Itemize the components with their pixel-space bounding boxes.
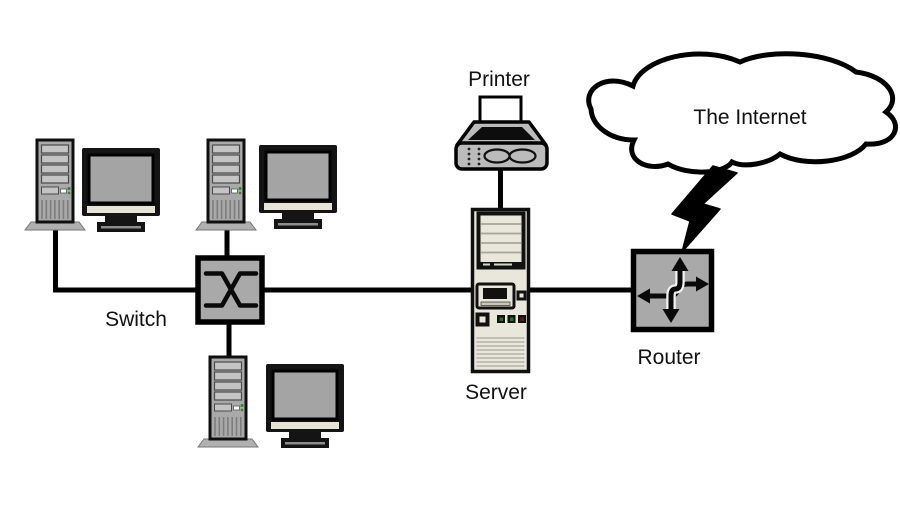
switch-node bbox=[195, 255, 265, 325]
server-panel-dash bbox=[494, 263, 512, 266]
server-leds bbox=[497, 315, 526, 323]
server-node bbox=[470, 207, 531, 374]
monitor-icon bbox=[264, 362, 346, 450]
network-links bbox=[53, 163, 634, 359]
server-drive-slot bbox=[483, 288, 507, 299]
switch-crossover-icon bbox=[203, 271, 259, 308]
computer-tower-icon bbox=[23, 138, 87, 232]
computer-tower-icon bbox=[196, 355, 260, 449]
workstation-2 bbox=[194, 138, 339, 232]
router-arrows-icon bbox=[637, 257, 709, 323]
server-button-face bbox=[519, 293, 524, 298]
workstation-3 bbox=[196, 355, 346, 450]
workstation-1 bbox=[23, 138, 162, 234]
internet-label: The Internet bbox=[693, 106, 806, 129]
switch-label: Switch bbox=[105, 308, 167, 331]
internet-node: The Internet bbox=[586, 51, 898, 175]
server-power-face bbox=[479, 316, 486, 323]
printer-indicator-dots bbox=[467, 147, 481, 166]
server-drive-bays bbox=[476, 211, 526, 270]
router-node bbox=[630, 248, 715, 333]
monitor-icon bbox=[80, 146, 162, 234]
printer-node bbox=[454, 95, 549, 171]
server-bay-lines bbox=[481, 223, 521, 254]
computer-tower-icon bbox=[194, 138, 258, 232]
server-panel-dash bbox=[483, 263, 490, 266]
monitor-icon bbox=[257, 143, 339, 231]
server-label: Server bbox=[465, 381, 527, 404]
server-vents bbox=[476, 337, 525, 367]
cloud-icon bbox=[586, 51, 898, 175]
printer-slot bbox=[468, 127, 535, 140]
link-workstation1-switch bbox=[53, 223, 200, 293]
lightning-bolt-icon bbox=[671, 165, 738, 253]
server-drive-tray bbox=[480, 301, 511, 306]
printer-label: Printer bbox=[468, 68, 530, 91]
printer-button bbox=[483, 148, 511, 164]
printer-button bbox=[508, 148, 537, 164]
router-label: Router bbox=[637, 346, 700, 369]
